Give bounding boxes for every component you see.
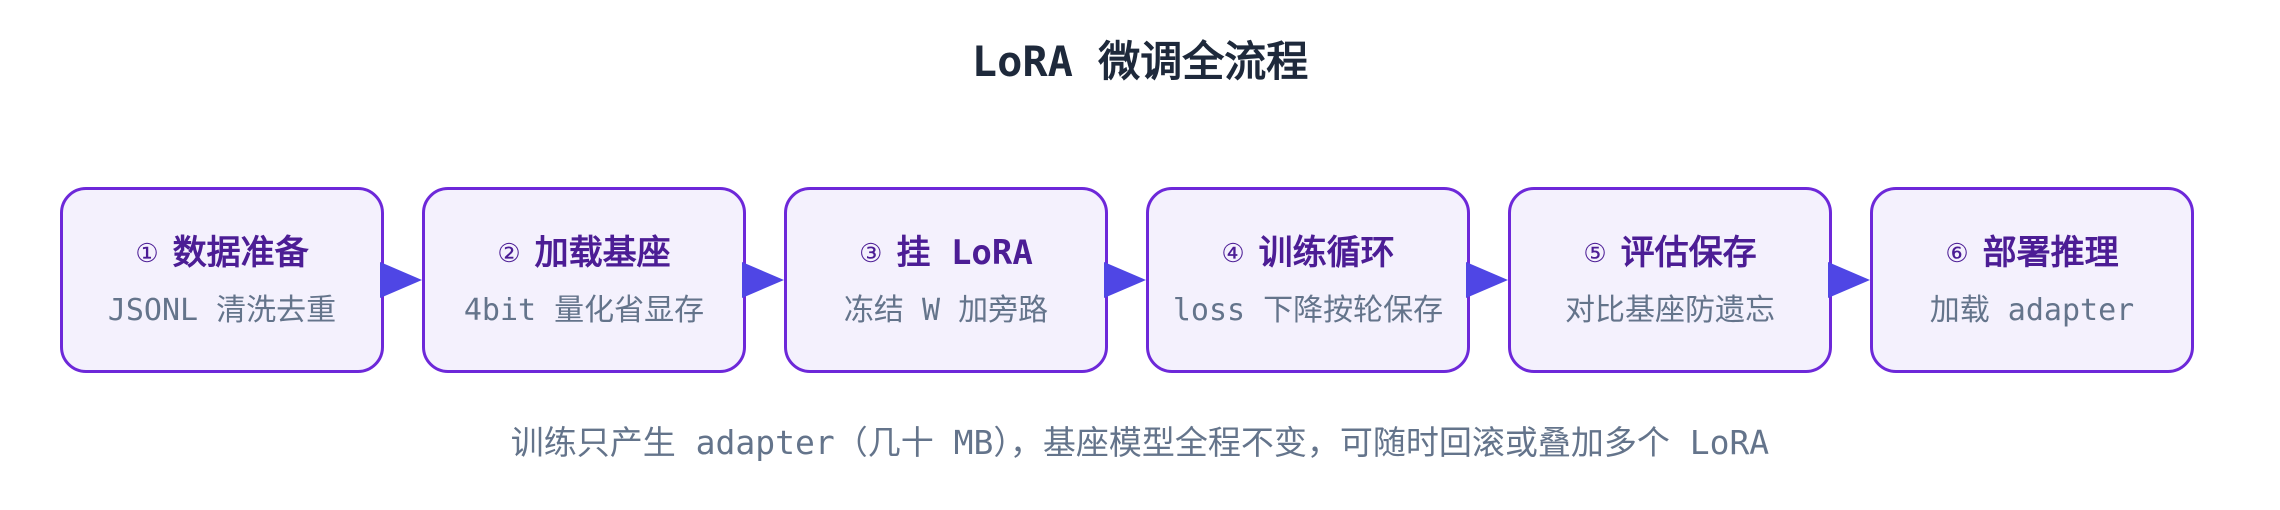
- step-title: ② 加载基座: [497, 231, 670, 276]
- step-title: ④ 训练循环: [1221, 231, 1394, 276]
- step-number: ⑤: [1583, 238, 1607, 269]
- step-description: 冻结 W 加旁路: [843, 292, 1049, 328]
- step-title-text: 数据准备: [172, 232, 309, 273]
- step-number: ⑥: [1945, 238, 1969, 269]
- flow-arrow: [1828, 262, 1870, 298]
- page-title: LoRA 微调全流程: [971, 37, 1309, 86]
- step-description: loss 下降按轮保存: [1172, 292, 1444, 328]
- step-description: 对比基座防遗忘: [1565, 292, 1775, 328]
- flow-arrow: [1104, 262, 1146, 298]
- flow-arrow: [742, 262, 784, 298]
- step-title: ⑥ 部署推理: [1945, 231, 2118, 276]
- step-title-text: 部署推理: [1982, 232, 2119, 273]
- step-title-text: 评估保存: [1620, 232, 1757, 273]
- flow-arrow: [1466, 262, 1508, 298]
- step-number: ④: [1221, 238, 1245, 269]
- step-title-text: 加载基座: [534, 232, 671, 273]
- step-title: ⑤ 评估保存: [1583, 231, 1756, 276]
- step-title-text: 训练循环: [1258, 232, 1395, 273]
- step-title: ① 数据准备: [135, 231, 308, 276]
- footnote: 训练只产生 adapter（几十 MB），基座模型全程不变，可随时回滚或叠加多个…: [510, 423, 1770, 462]
- step-number: ②: [497, 238, 521, 269]
- step-node-attach-lora: ③ 挂 LoRA 冻结 W 加旁路: [784, 187, 1108, 373]
- step-node-load-base: ② 加载基座 4bit 量化省显存: [422, 187, 746, 373]
- step-description: JSONL 清洗去重: [107, 292, 337, 328]
- step-node-data-prep: ① 数据准备 JSONL 清洗去重: [60, 187, 384, 373]
- step-number: ①: [135, 238, 159, 269]
- step-title-text: 挂 LoRA: [896, 232, 1033, 273]
- step-title: ③ 挂 LoRA: [859, 231, 1033, 276]
- step-number: ③: [859, 238, 883, 269]
- step-description: 加载 adapter: [1929, 292, 2135, 328]
- step-node-evaluate-save: ⑤ 评估保存 对比基座防遗忘: [1508, 187, 1832, 373]
- step-description: 4bit 量化省显存: [463, 292, 705, 328]
- step-node-training-loop: ④ 训练循环 loss 下降按轮保存: [1146, 187, 1470, 373]
- flow-arrow: [380, 262, 422, 298]
- step-node-deploy-inference: ⑥ 部署推理 加载 adapter: [1870, 187, 2194, 373]
